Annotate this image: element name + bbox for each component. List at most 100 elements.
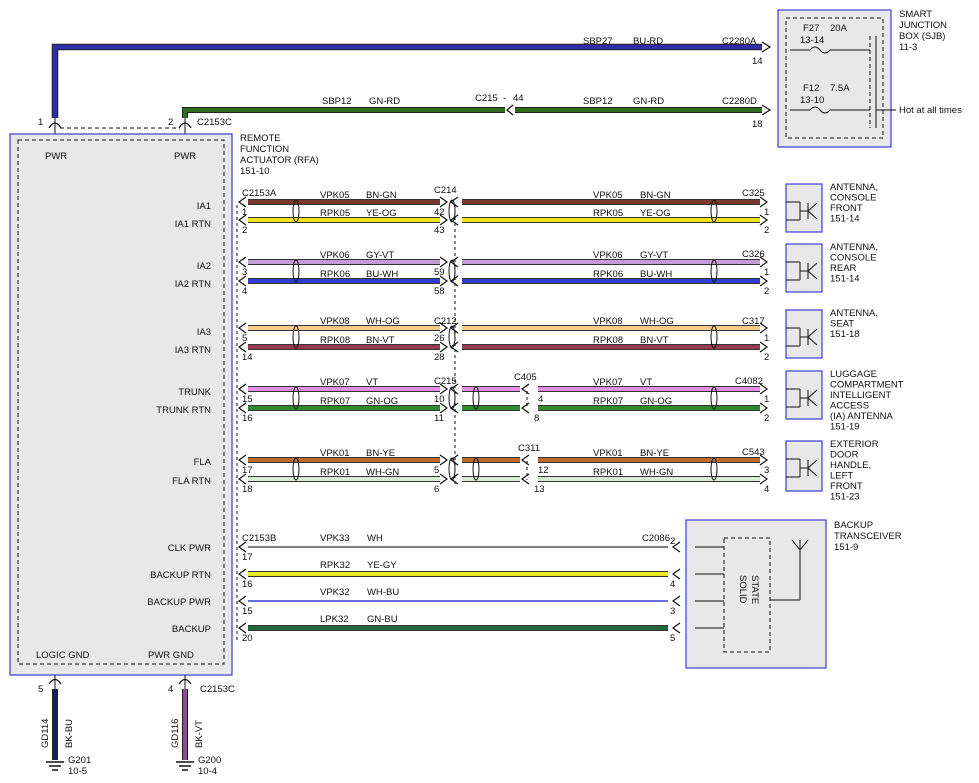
remote-function-actuator: PWR PWR REMOTE FUNCTION ACTUATOR (RFA) 1… xyxy=(9,133,319,676)
circuit-vpk05-a: VPK05 xyxy=(320,190,350,201)
pin-rfa-rpk01: 18 xyxy=(242,484,253,495)
twisted-pair-marker xyxy=(472,457,480,481)
rfa-pin-ia2-rtn: IA2 RTN xyxy=(175,279,211,290)
circuit-rpk07-b: RPK07 xyxy=(593,396,623,407)
twisted-pair-marker xyxy=(448,386,456,410)
conn-c2153b: C2153B xyxy=(242,533,276,544)
rfa-title-2: FUNCTION xyxy=(240,144,289,155)
sjb-title-4: 11-3 xyxy=(899,42,917,53)
twisted-pair-marker xyxy=(448,259,456,283)
circuit-vpk07-b: VPK07 xyxy=(593,377,623,388)
color-rpk01-b: WH-GN xyxy=(640,467,673,478)
color-vpk05-b: BN-GN xyxy=(640,190,671,201)
pin-rfa-rpk05: 2 xyxy=(242,225,247,236)
pin-mid-rpk01: 6 xyxy=(434,484,439,495)
conn-c4082: C4082 xyxy=(735,376,763,387)
pin-rfa-rpk06: 4 xyxy=(242,286,247,297)
backup-title-3: 151-9 xyxy=(834,542,858,553)
pin-far-vpk07: 1 xyxy=(764,394,769,405)
pin-rfa-vpk32: 15 xyxy=(242,606,253,617)
rfa-title-3: ACTUATOR (RFA) xyxy=(240,155,319,166)
sjb-inner-outline xyxy=(785,17,884,139)
pin-far-lpk32: 5 xyxy=(670,633,675,644)
pin-mid2-vpk07: 4 xyxy=(538,394,543,405)
circuit-rpk05-a: RPK05 xyxy=(320,208,350,219)
antenna-label-5-4: LEFT xyxy=(830,471,853,482)
antenna-boxes: ANTENNA,CONSOLEFRONT151-14ANTENNA,CONSOL… xyxy=(785,182,904,503)
color-vpk01-b: BN-YE xyxy=(640,448,669,459)
antenna-label-1-4: 151-14 xyxy=(830,214,860,225)
color-rpk32: YE-GY xyxy=(367,560,397,571)
color-rpk08-b: BN-VT xyxy=(640,335,669,346)
color-vpk08-a: WH-OG xyxy=(366,316,400,327)
solid-state-1: SOLID xyxy=(737,575,748,604)
pin-far-vpk01: 3 xyxy=(764,465,769,476)
circuit-vpk06-a: VPK06 xyxy=(320,250,350,261)
smart-junction-box: F27 20A 13-14 F12 7.5A 13-10 SMART JUNCT… xyxy=(777,9,962,148)
ground2-loc: 10-4 xyxy=(198,766,217,777)
conn-c214: C214 xyxy=(434,185,457,196)
color-vpk07-b: VT xyxy=(640,377,652,388)
twisted-pair-marker xyxy=(710,259,718,283)
backup-transceiver: SOLID STATE BACKUP TRANSCEIVER 151-9 xyxy=(685,519,902,669)
ground2-pin: 4 xyxy=(168,684,173,695)
rfa-pin-fla-rtn: FLA RTN xyxy=(172,476,211,487)
circuit-rpk08-b: RPK08 xyxy=(593,335,623,346)
pin-far-rpk07: 2 xyxy=(764,413,769,424)
circuit-vpk33: VPK33 xyxy=(320,533,350,544)
pin-rfa-vpk06: 3 xyxy=(242,267,247,278)
rfa-pin-ia2: IA2 xyxy=(197,261,211,272)
antenna-label-2-3: REAR xyxy=(830,263,857,274)
ground1-circuit: GD114 xyxy=(40,719,51,748)
ground2-conn: C2153C xyxy=(200,684,235,695)
antenna-label-5-5: FRONT xyxy=(830,481,863,492)
conn-c2153a: C2153A xyxy=(242,188,277,199)
conn-c325: C325 xyxy=(742,188,765,199)
twisted-pair-marker xyxy=(292,199,300,223)
ground1-name: G201 xyxy=(68,755,91,766)
antenna-label-3-3: 151-18 xyxy=(830,329,860,340)
rfa-inner-outline xyxy=(17,139,225,665)
conn-c405: C405 xyxy=(514,372,537,383)
circuit-rpk05-b: RPK05 xyxy=(593,208,623,219)
pin-rfa-vpk01: 17 xyxy=(242,465,253,476)
rfa-pin-fla: FLA xyxy=(194,457,212,468)
antenna-label-5-1: EXTERIOR xyxy=(830,439,879,450)
rfa-title-1: REMOTE xyxy=(240,133,281,144)
sbp27-color: BU-RD xyxy=(633,36,663,47)
rfa-pin-trunk-rtn: TRUNK RTN xyxy=(156,405,211,416)
circuit-vpk08-b: VPK08 xyxy=(593,316,623,327)
circuit-rpk06-b: RPK06 xyxy=(593,269,623,280)
color-rpk06-b: BU-WH xyxy=(640,269,672,280)
conn-c2086: C2086 xyxy=(642,533,670,544)
pin-c215-44: 44 xyxy=(513,93,524,104)
rfa-pin-trunk: TRUNK xyxy=(178,387,211,398)
sbp12-circuit-a: SBP12 xyxy=(322,96,352,107)
antenna-label-3-2: SEAT xyxy=(830,319,854,330)
circuit-vpk32: VPK32 xyxy=(320,587,350,598)
ground2-color: BK-VT xyxy=(194,720,205,748)
fuse2-id: F12 xyxy=(803,83,819,94)
sbp12-color-a: GN-RD xyxy=(369,96,400,107)
solid-state-2: STATE xyxy=(749,575,760,604)
pin-far-vpk05: 1 xyxy=(764,207,769,218)
color-rpk06-a: BU-WH xyxy=(366,269,398,280)
antenna-box-5 xyxy=(785,440,823,492)
circuit-vpk06-b: VPK06 xyxy=(593,250,623,261)
conn-c215: C215 xyxy=(434,376,457,387)
antenna-icon xyxy=(807,389,818,407)
conn-c2280a: C2280A xyxy=(722,36,757,47)
antenna-box-2 xyxy=(785,243,823,293)
color-rpk05-b: YE-OG xyxy=(640,208,671,219)
conn-c326: C326 xyxy=(742,249,765,260)
color-vpk08-b: WH-OG xyxy=(640,316,674,327)
rfa-pwr-gnd: PWR GND xyxy=(148,650,194,661)
sjb-title-2: JUNCTION xyxy=(899,20,947,31)
rfa-pin-ia1-rtn: IA1 RTN xyxy=(175,219,211,230)
antenna-label-3-1: ANTENNA, xyxy=(830,308,878,319)
pin-mid-rpk08: 28 xyxy=(434,352,445,363)
pin-mid-rpk05: 43 xyxy=(434,225,445,236)
color-vpk06-b: GY-VT xyxy=(640,250,668,261)
